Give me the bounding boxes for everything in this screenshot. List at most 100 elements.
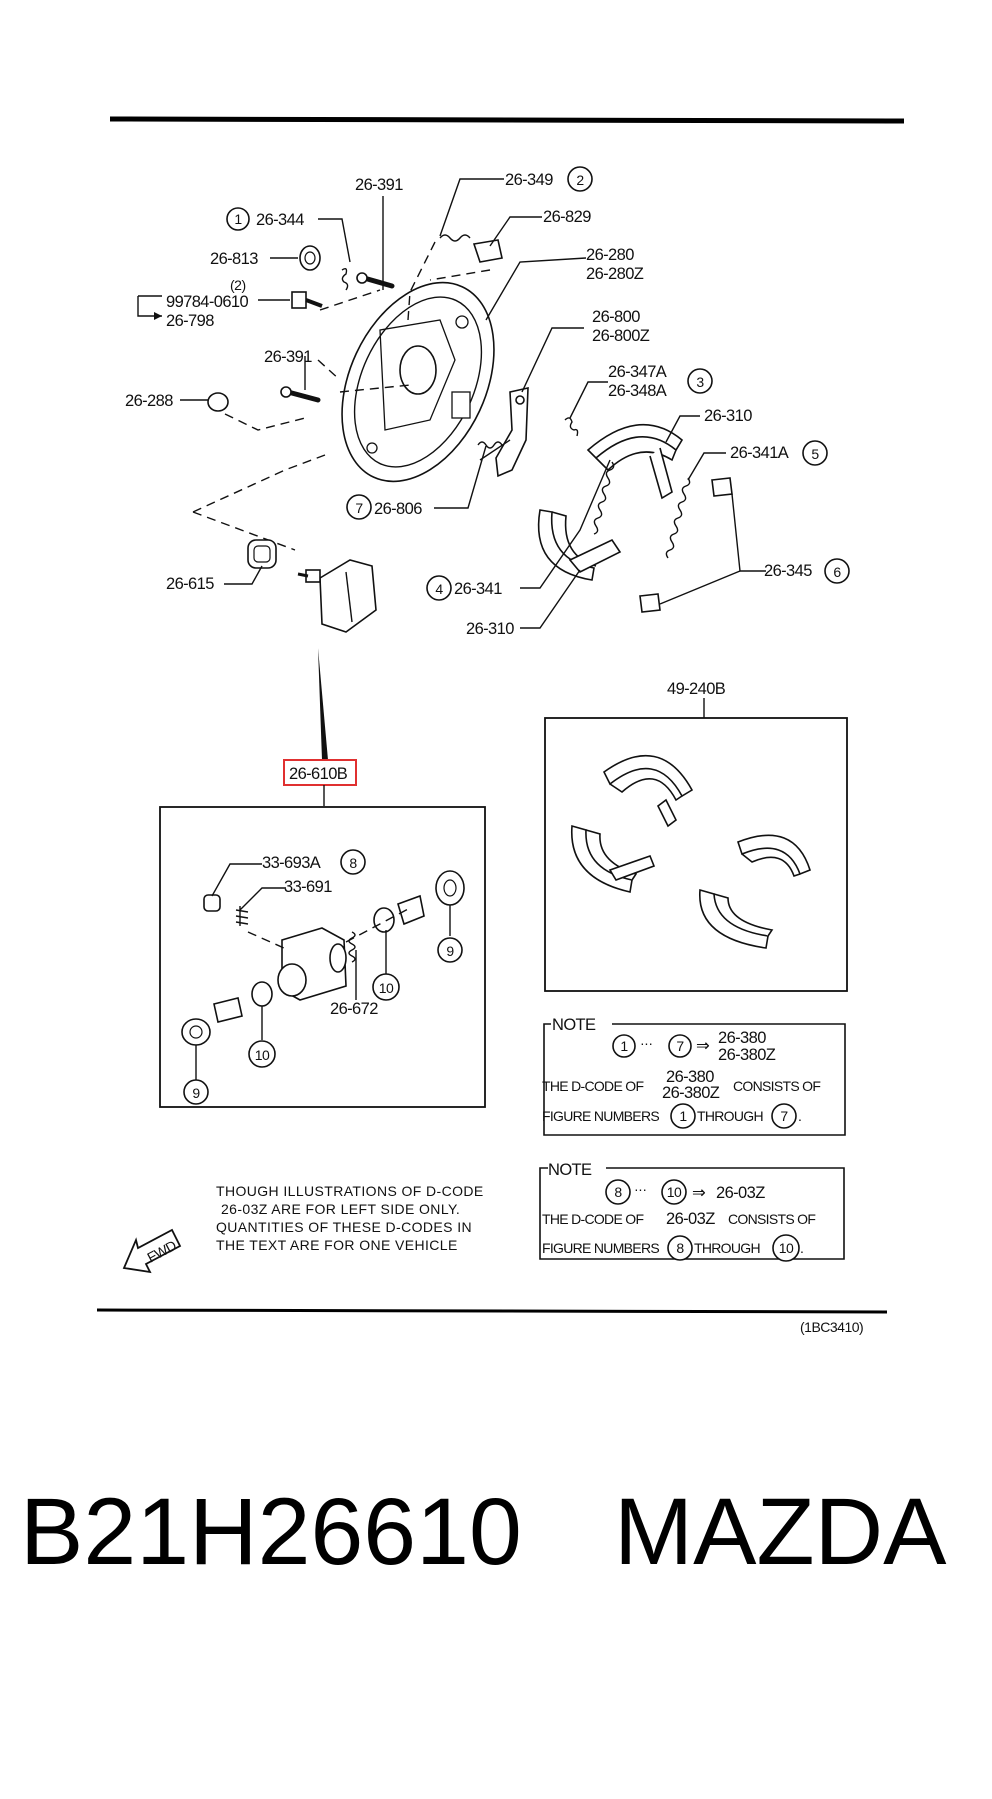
lever-26-800 — [479, 386, 529, 478]
label-26-615: 26-615 — [166, 575, 214, 593]
label-33-693A: 33-693A — [262, 854, 321, 872]
pin-26-391-top — [356, 272, 395, 289]
spring-26-349 — [439, 234, 471, 242]
spring-26-344 — [341, 267, 349, 291]
boot-26-615 — [247, 539, 277, 569]
brake-shoe-lower — [537, 509, 622, 581]
diagram-code: (1BC3410) — [800, 1319, 863, 1335]
caption-line-1: THOUGH ILLUSTRATIONS OF D-CODE — [216, 1183, 484, 1199]
note2-line2-pre: THE D-CODE OF — [542, 1211, 643, 1227]
circled-2: 2 — [576, 172, 584, 188]
label-26-345: 26-345 — [764, 562, 812, 580]
label-26-310-top: 26-310 — [704, 407, 752, 425]
label-26-310-bottom: 26-310 — [466, 620, 514, 638]
note1-title: NOTE — [552, 1016, 596, 1034]
caption-line-3: QUANTITIES OF THESE D-CODES IN — [216, 1219, 472, 1235]
cap-26-813 — [299, 245, 321, 271]
fwd-arrow-icon: FWD — [122, 1228, 182, 1274]
spring-26-806 — [477, 441, 503, 449]
label-26-800Z: 26-800Z — [592, 327, 650, 345]
note1-line3-from: 1 — [679, 1108, 687, 1124]
label-26-391-mid: 26-391 — [264, 348, 312, 366]
circled-9-left: 9 — [192, 1085, 200, 1101]
circled-9-right: 9 — [446, 943, 454, 959]
circled-10-right: 10 — [379, 980, 394, 996]
leaders-upper — [137, 178, 766, 629]
note2-line2-post: CONSISTS OF — [728, 1211, 815, 1227]
label-26-347A: 26-347A — [608, 363, 667, 381]
note1-line3-pre: FIGURE NUMBERS — [542, 1108, 659, 1124]
backing-plate — [341, 281, 495, 483]
note-box-2: NOTE 8 ··· 10 ⇒ 26-03Z THE D-CODE OF 26-… — [539, 1161, 845, 1262]
label-26-798: 26-798 — [166, 312, 214, 330]
kit-leaders — [195, 863, 451, 1082]
circled-4: 4 — [435, 581, 443, 597]
labels-upper: 26-391 26-349 2 1 26-344 26-829 26-813 2… — [125, 166, 850, 638]
svg-text:.: . — [800, 1240, 803, 1256]
plug-26-288 — [207, 392, 229, 412]
diagram-svg: 26-391 26-349 2 1 26-344 26-829 26-813 2… — [96, 116, 905, 1335]
note2-arrow: ⇒ — [692, 1184, 706, 1202]
circled-8: 8 — [349, 855, 357, 871]
label-26-813: 26-813 — [210, 250, 258, 268]
label-qty-2: (2) — [230, 277, 246, 293]
note1-line2-code-b: 26-380Z — [662, 1084, 720, 1102]
kit-box-49-240B — [544, 717, 848, 992]
label-26-280: 26-280 — [586, 246, 634, 264]
pin-26-391-mid — [280, 386, 321, 403]
label-26-800: 26-800 — [592, 308, 640, 326]
label-26-288: 26-288 — [125, 392, 173, 410]
label-26-280Z: 26-280Z — [586, 265, 644, 283]
springs-26-341 — [593, 461, 691, 559]
note2-line2-code: 26-03Z — [666, 1210, 715, 1228]
note1-code-b: 26-380Z — [718, 1046, 776, 1064]
note-box-1: NOTE 1 ··· 7 ⇒ 26-380 26-380Z THE D-CODE… — [542, 1016, 846, 1136]
footer-part-info: B21H26610 MAZDA — [0, 1472, 992, 1592]
note2-line3-to: 10 — [779, 1240, 794, 1256]
label-26-348A: 26-348A — [608, 382, 667, 400]
label-26-672: 26-672 — [330, 1000, 378, 1018]
note2-range-from: 8 — [614, 1184, 622, 1200]
label-26-341A: 26-341A — [730, 444, 789, 462]
shoe-set-illustration — [571, 755, 811, 949]
top-rule — [109, 116, 905, 124]
kit-labels: 33-693A 8 33-691 9 10 26-672 10 9 — [183, 849, 463, 1105]
highlight-box-26-610B — [283, 759, 357, 786]
note1-range-to: 7 — [676, 1038, 684, 1054]
note1-line3-to: 7 — [780, 1108, 788, 1124]
caption-line-2: 26-03Z ARE FOR LEFT SIDE ONLY. — [221, 1201, 460, 1217]
note1-line2-code-a: 26-380 — [666, 1068, 714, 1086]
circled-1: 1 — [234, 211, 242, 227]
label-49-240B: 49-240B — [667, 680, 726, 698]
bolt-99784 — [291, 291, 323, 309]
note2-range-to: 10 — [667, 1184, 682, 1200]
circled-10-left: 10 — [255, 1047, 270, 1063]
label-26-344: 26-344 — [256, 211, 304, 229]
note2-code: 26-03Z — [716, 1184, 765, 1202]
spring-26-347A — [564, 417, 579, 437]
note2-line3-mid: THROUGH — [694, 1240, 760, 1256]
note1-line3-mid: THROUGH — [697, 1108, 763, 1124]
parts-diagram: 26-391 26-349 2 1 26-344 26-829 26-813 2… — [96, 116, 905, 1335]
wheel-cylinder-kit-parts — [181, 870, 465, 1046]
svg-text:.: . — [798, 1108, 801, 1124]
dashed-connectors-upper — [192, 241, 491, 551]
label-26-391-top: 26-391 — [355, 176, 403, 194]
note1-line2-pre: THE D-CODE OF — [542, 1078, 643, 1094]
label-26-829: 26-829 — [543, 208, 591, 226]
note1-line2-post: CONSISTS OF — [733, 1078, 820, 1094]
circled-7: 7 — [355, 500, 363, 516]
label-26-349: 26-349 — [505, 171, 553, 189]
label-26-341: 26-341 — [454, 580, 502, 598]
clip-26-829 — [472, 239, 503, 263]
brand-name: MAZDA — [614, 1479, 947, 1585]
note1-code-a: 26-380 — [718, 1029, 766, 1047]
note1-range-from: 1 — [620, 1038, 628, 1054]
svg-text:···: ··· — [640, 1035, 653, 1051]
part-number: B21H26610 — [20, 1479, 522, 1585]
circled-6: 6 — [833, 564, 841, 580]
label-33-691: 33-691 — [284, 878, 332, 896]
caption-line-4: THE TEXT ARE FOR ONE VEHICLE — [216, 1237, 458, 1253]
note2-title: NOTE — [548, 1161, 592, 1179]
pointer-wedge — [318, 648, 328, 760]
